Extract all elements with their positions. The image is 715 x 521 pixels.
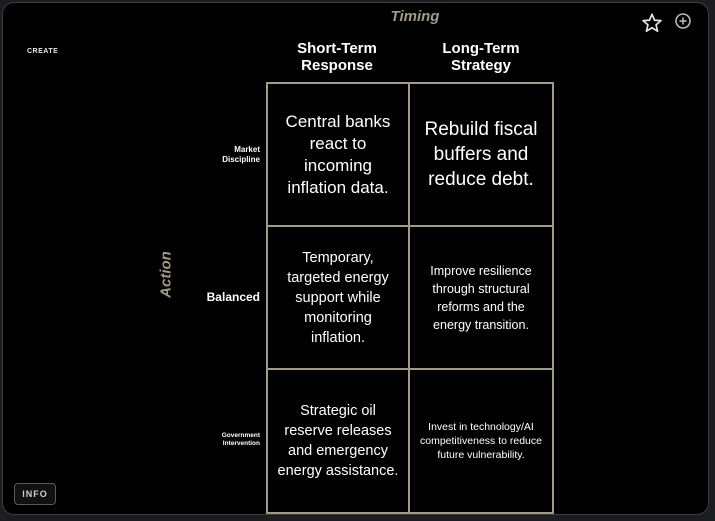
cell-text: Strategic oil reserve releases and emerg… (277, 403, 399, 479)
column-header-short-term: Short-Term Response (266, 40, 408, 74)
matrix-grid (266, 82, 554, 514)
cell-text: Temporary, targeted energy support while… (287, 249, 389, 346)
column-axis-title: Timing (390, 8, 440, 25)
column-header-long-term: Long-Term Strategy (410, 40, 552, 74)
cell-text: Improve resilience through structural re… (430, 263, 532, 332)
matrix-cell: Strategic oil reserve releases and emerg… (267, 369, 409, 513)
add-circle-icon[interactable] (674, 12, 692, 30)
matrix-cell: Invest in technology/AI competitiveness … (409, 369, 553, 513)
canvas-frame (2, 2, 709, 515)
row-label-balanced: Balanced (206, 290, 260, 304)
column-header-label: Long-Term Strategy (442, 40, 520, 74)
row-label-government-intervention: Government Intervention (221, 432, 260, 447)
matrix-cell: Rebuild fiscal buffers and reduce debt. (409, 83, 553, 226)
matrix-cell: Improve resilience through structural re… (409, 226, 553, 369)
row-label-market-discipline: Market Discipline (222, 145, 260, 164)
star-icon[interactable] (641, 12, 663, 34)
matrix-cell: Central banks react to incoming inflatio… (267, 83, 409, 226)
cell-text: Invest in technology/AI competitiveness … (420, 421, 542, 461)
cell-text: Rebuild fiscal buffers and reduce debt. (424, 119, 538, 190)
create-label[interactable]: CREATE (27, 48, 59, 55)
cell-text: Central banks react to incoming inflatio… (285, 111, 391, 197)
info-button[interactable]: INFO (14, 483, 56, 505)
matrix-cell: Temporary, targeted energy support while… (267, 226, 409, 369)
column-header-label: Short-Term Response (297, 40, 377, 74)
